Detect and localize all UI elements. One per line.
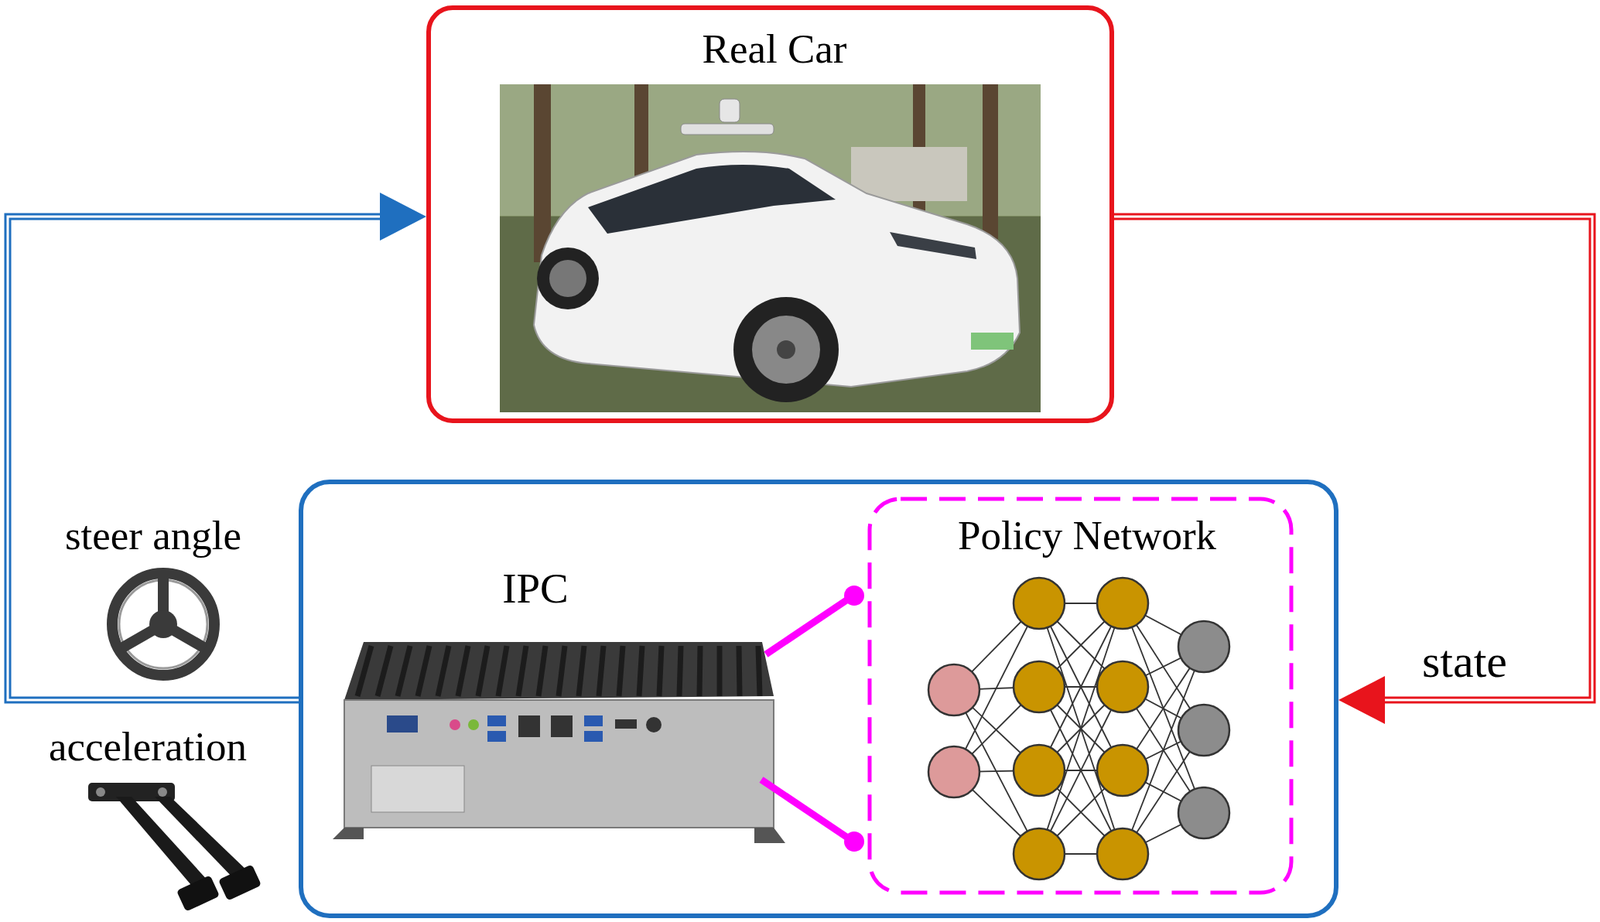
edge-label: steer angle <box>64 512 242 560</box>
box-title: Policy Network <box>957 512 1217 560</box>
arrowhead <box>1338 676 1385 725</box>
arrowhead <box>379 192 427 241</box>
pedal-icon <box>88 782 262 913</box>
connector-line-inner <box>1114 216 1593 701</box>
signal-connector <box>1114 216 1593 725</box>
box-title: Real Car <box>702 25 848 73</box>
ipc-box: Policy NetworkIPC <box>298 479 1339 919</box>
dashed-outline <box>869 499 1292 893</box>
connector-line <box>1114 216 1593 701</box>
car-photo <box>499 84 1041 413</box>
connector-line-inner <box>7 216 382 701</box>
edge-label: state <box>1422 635 1508 689</box>
steering-wheel-icon <box>112 573 215 676</box>
signal-connector <box>7 192 427 701</box>
connector-line <box>7 216 382 701</box>
signal-label: acceleration <box>48 723 247 771</box>
ipc-device <box>332 642 786 844</box>
real-car-box: Real Car <box>426 5 1115 424</box>
policy-network-box: Policy Network <box>867 496 1294 896</box>
box-title: IPC <box>502 564 569 613</box>
magenta-lead <box>761 585 865 852</box>
neural-network <box>928 577 1230 880</box>
